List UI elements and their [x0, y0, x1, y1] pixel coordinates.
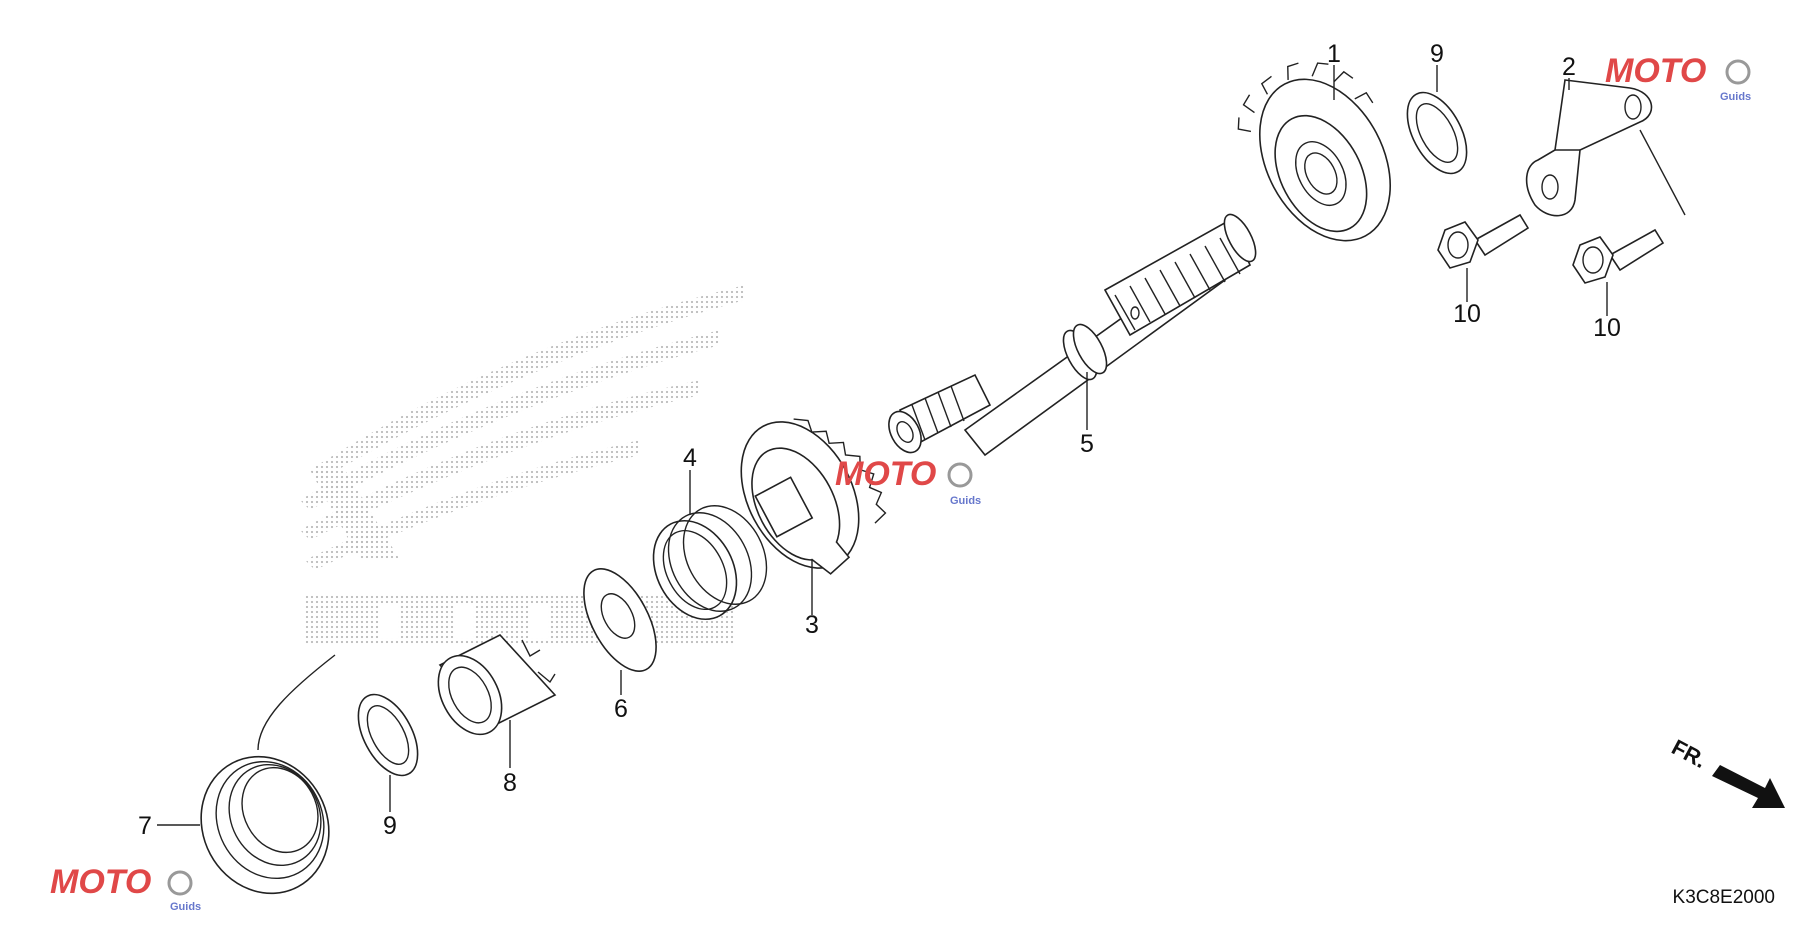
- svg-text:MOTO: MOTO: [50, 863, 151, 901]
- part-10-bolt-b: [1572, 129, 1686, 284]
- diagram-code: K3C8E2000: [1673, 887, 1775, 908]
- part-10-bolt-a: [1437, 213, 1530, 269]
- part-5-shaft: [888, 213, 1257, 457]
- callout-10-a: 10: [1453, 300, 1481, 328]
- callout-9-lower: 9: [383, 812, 397, 840]
- svg-text:Guids: Guids: [1720, 91, 1751, 103]
- part-4-spring: [652, 505, 768, 621]
- callout-7: 7: [138, 812, 152, 840]
- gear-icon: [1725, 59, 1751, 85]
- arrow-right-icon: [1712, 765, 1785, 808]
- callout-10-b: 10: [1593, 314, 1621, 342]
- svg-text:Guids: Guids: [170, 901, 201, 913]
- callout-8: 8: [503, 769, 517, 797]
- svg-text:Guids: Guids: [950, 495, 981, 507]
- gear-icon: [167, 870, 193, 896]
- part-8-collar: [437, 634, 557, 736]
- watermark-center: MOTO Guids: [835, 455, 981, 507]
- callouts: 1 2 3 4 5 6 7 8 9 9 10 10: [138, 40, 1621, 840]
- svg-text:MOTO: MOTO: [835, 455, 936, 493]
- part-6-washer: [583, 568, 657, 672]
- part-1-gear: [1237, 62, 1392, 242]
- part-3-ratchet: [740, 418, 887, 575]
- part-2-plate: [1525, 79, 1653, 217]
- direction-label: FR.: [1668, 734, 1711, 773]
- callout-2: 2: [1562, 53, 1576, 81]
- watermark-bottom-left: MOTO Guids: [50, 863, 201, 913]
- svg-text:MOTO: MOTO: [1605, 52, 1706, 90]
- callout-1: 1: [1327, 40, 1341, 68]
- callout-5: 5: [1080, 430, 1094, 458]
- callout-3: 3: [805, 611, 819, 639]
- callout-9-upper: 9: [1430, 40, 1444, 68]
- part-7-torsion-spring: [200, 654, 336, 895]
- front-direction-arrow: FR.: [1668, 734, 1785, 808]
- callout-6: 6: [614, 695, 628, 723]
- part-9-washer-upper: [1406, 91, 1468, 175]
- leader-lines: [157, 65, 1608, 826]
- gear-icon: [947, 462, 973, 488]
- watermark-top-right: MOTO Guids: [1605, 52, 1751, 103]
- part-9-washer-lower: [357, 693, 419, 777]
- callout-4: 4: [683, 444, 697, 472]
